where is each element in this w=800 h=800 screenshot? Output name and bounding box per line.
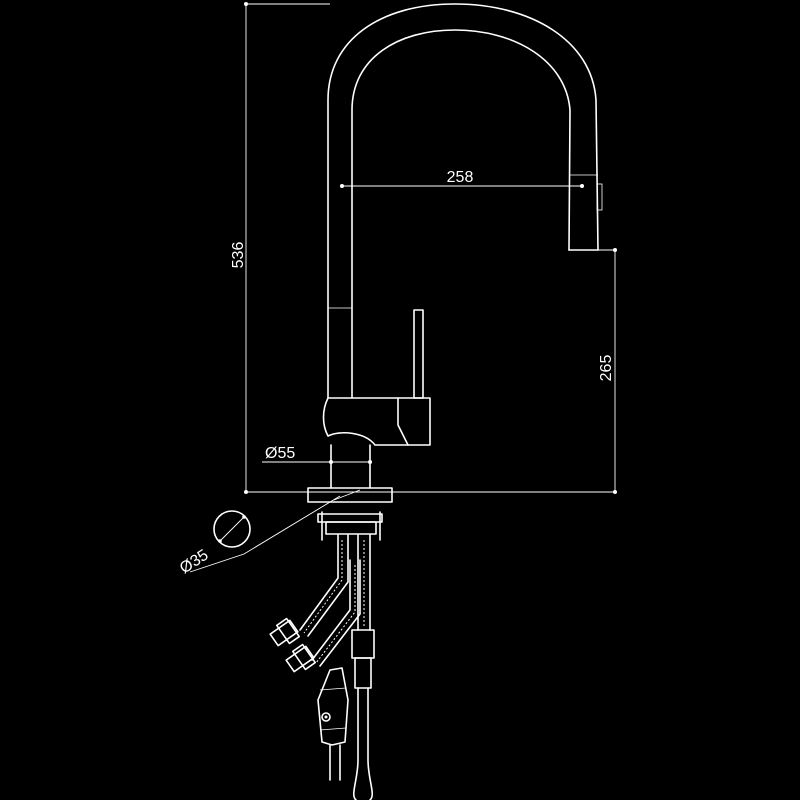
hose-left-braid-2 xyxy=(315,565,356,664)
hose-weight-band xyxy=(319,687,347,731)
cartridge-body xyxy=(322,397,431,446)
hose-left-braid-1 xyxy=(303,540,343,634)
hose-weight-screw xyxy=(321,712,331,722)
hose-center-fitting xyxy=(351,629,375,659)
dimension-536-label: 536 xyxy=(230,242,247,269)
hose-left-lower-b xyxy=(319,559,361,667)
spout-inner-curve xyxy=(351,29,571,399)
dimension-258-label: 258 xyxy=(447,169,474,186)
dimension-35-leader xyxy=(189,495,341,573)
hose-weight-screw-center xyxy=(324,715,328,719)
hose-center xyxy=(357,534,371,631)
supply-hoses xyxy=(269,534,375,800)
mounting-studs xyxy=(321,511,381,541)
hose-fitting-2 xyxy=(285,643,317,673)
base-plate xyxy=(307,487,393,503)
dimension-35: Ø35 xyxy=(177,495,341,578)
base-neck xyxy=(330,444,371,489)
spray-button xyxy=(596,183,603,211)
spout-outer-curve xyxy=(327,3,599,399)
dimension-265: 265 xyxy=(598,248,617,494)
dimension-536: 536 xyxy=(230,2,330,494)
hose-left-upper xyxy=(299,534,339,631)
hose-weight-tail xyxy=(329,744,341,781)
handle-lever xyxy=(413,309,424,399)
mounting-washer xyxy=(317,513,383,523)
dimension-55: Ø55 xyxy=(262,445,372,470)
base-plate-hatch xyxy=(333,489,361,501)
dimension-35-label: Ø35 xyxy=(177,547,212,578)
hose-left-upper-b xyxy=(307,534,349,637)
mounting-hole-circle xyxy=(213,510,251,548)
dimension-55-label: Ø55 xyxy=(265,445,295,462)
hose-left-lower xyxy=(311,559,351,661)
hose-weight xyxy=(317,667,349,746)
hose-center-nut xyxy=(354,657,372,689)
faucet-outline xyxy=(307,3,603,541)
dimension-265-label: 265 xyxy=(598,355,615,382)
cartridge-housing-line xyxy=(397,397,409,446)
hose-pullout-line xyxy=(352,687,374,800)
mounting-nut xyxy=(325,521,377,535)
hose-fitting-1 xyxy=(269,617,301,647)
dimension-258: 258 xyxy=(340,169,584,188)
